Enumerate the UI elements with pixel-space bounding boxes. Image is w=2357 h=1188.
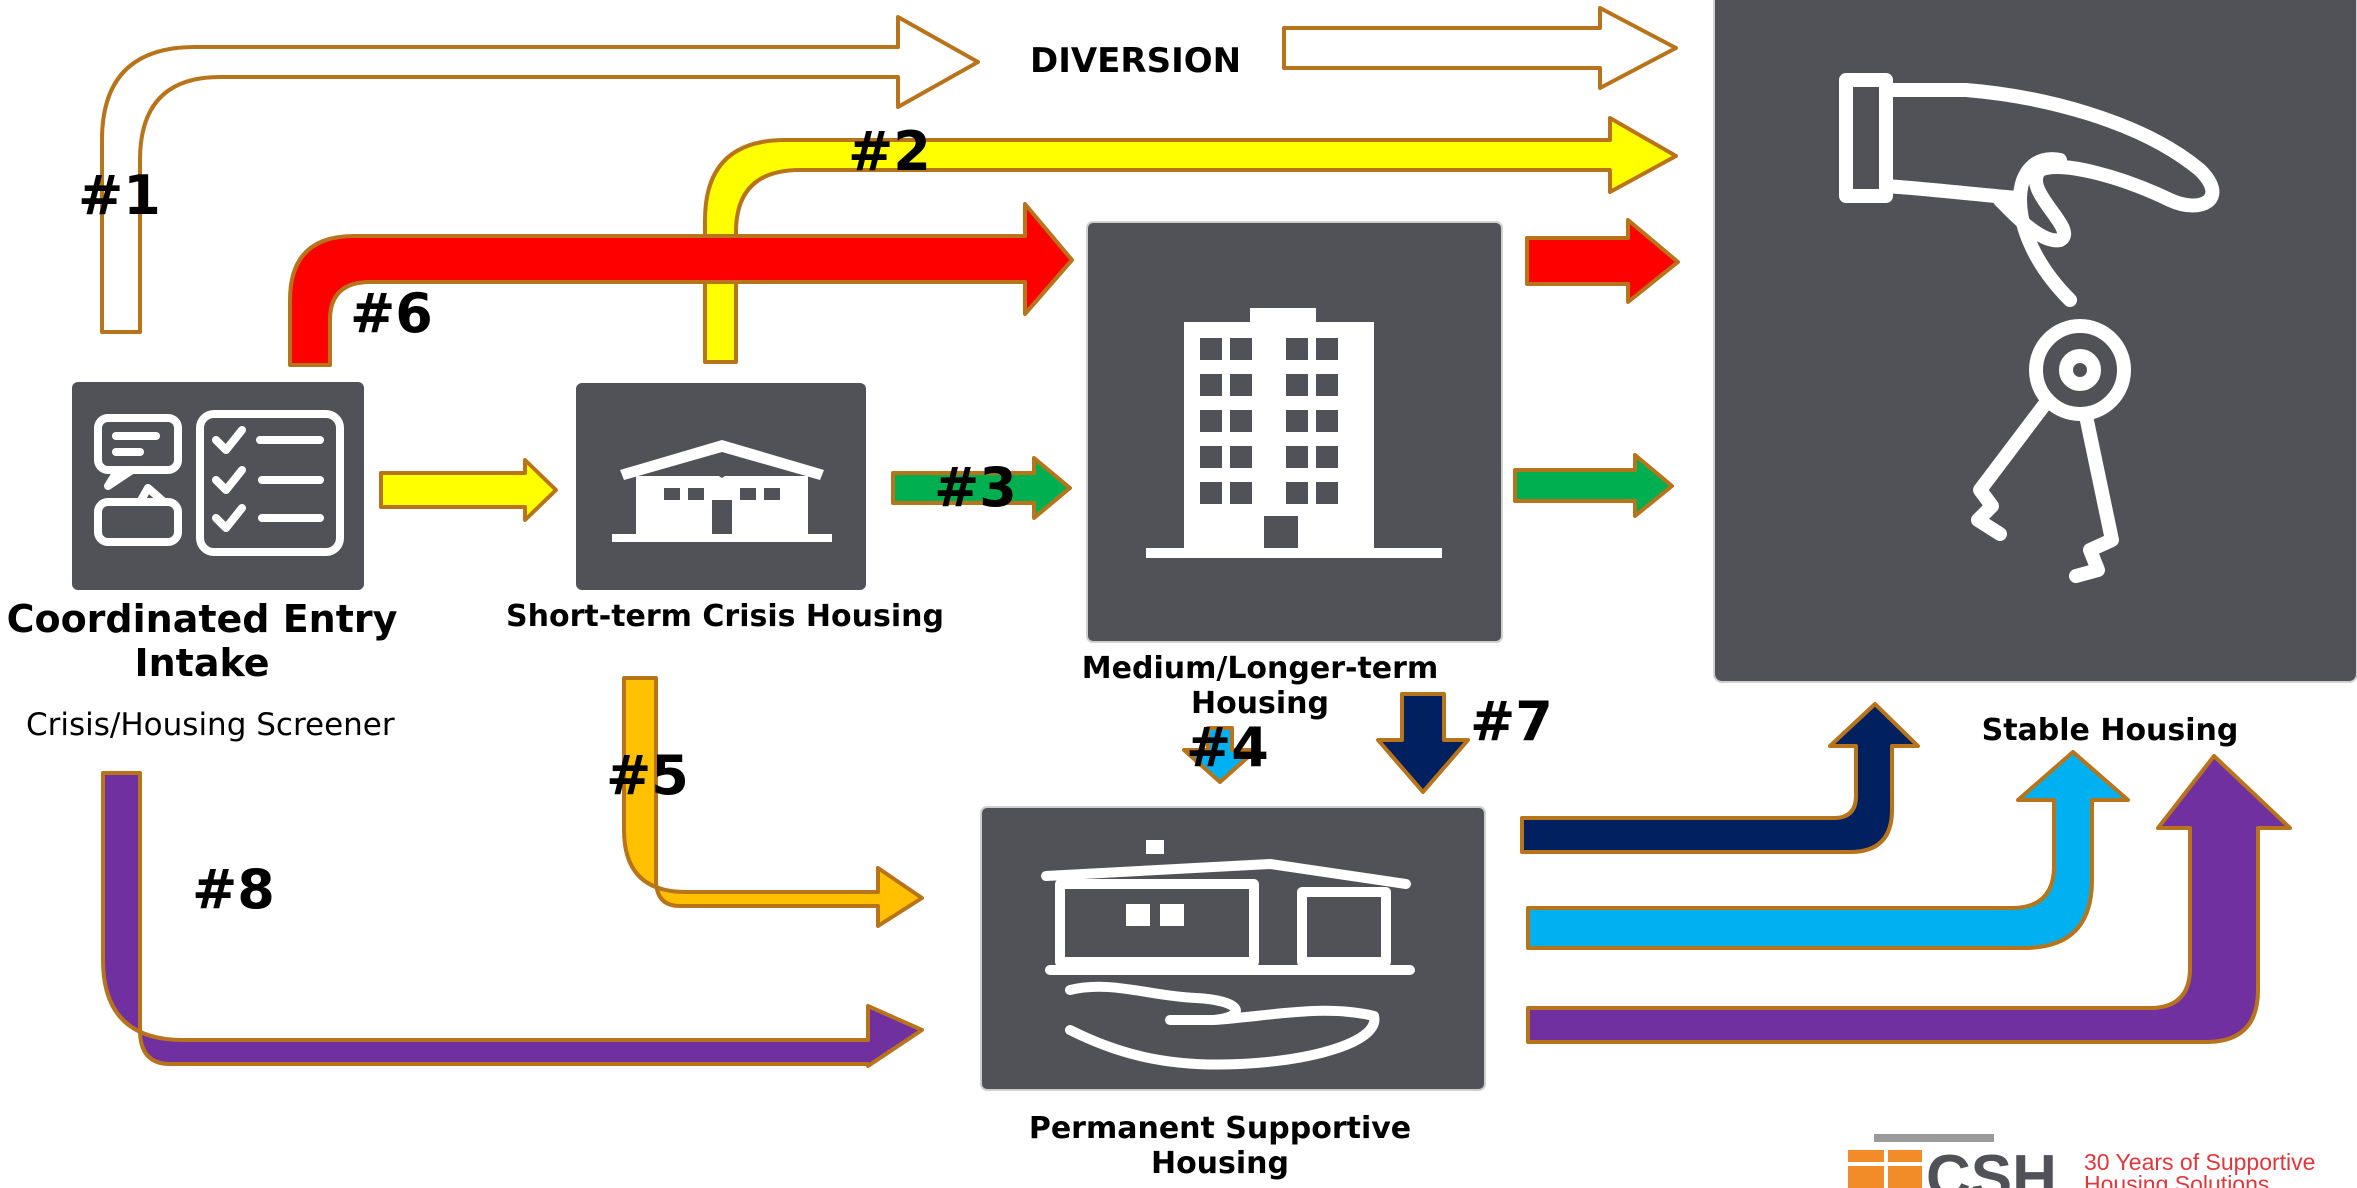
- path-5-label: #5: [606, 744, 689, 807]
- path-2-label: #2: [848, 120, 931, 183]
- svg-text:30 Years of Supportive: 30 Years of Supportive: [2084, 1149, 2315, 1175]
- svg-text:CSH: CSH: [1926, 1143, 2057, 1188]
- shelter-icon: [612, 440, 832, 542]
- path-6-label: #6: [350, 282, 433, 345]
- path-7-label: #7: [1470, 690, 1553, 753]
- hand-with-keys-icon: [1839, 73, 2220, 583]
- diversion-label: DIVERSION: [1030, 41, 1242, 81]
- diversion-to-stable-arrow: [1282, 6, 1678, 90]
- medium-to-stable-red-arrow: [1525, 218, 1680, 304]
- path-3-label: #3: [934, 456, 1017, 519]
- path-6-arrow: [288, 202, 1074, 367]
- path-3-arrow: [891, 456, 1072, 520]
- medium-to-stable-green-arrow: [1513, 453, 1674, 518]
- path-8-arrow: [101, 771, 924, 1068]
- path-2-arrow: [703, 116, 1678, 364]
- coordinated-entry-subtitle: Crisis/Housing Screener: [26, 707, 395, 743]
- stable-housing-title: Stable Housing: [1981, 713, 2239, 748]
- path-4-label: #4: [1186, 716, 1269, 779]
- path-8-label: #8: [192, 858, 275, 921]
- short-term-crisis-title: Short-term Crisis Housing: [506, 599, 944, 634]
- path-4-arrow: [1182, 726, 1258, 784]
- house-in-hand-icon: [1041, 859, 1415, 1070]
- path-5-arrow: [622, 676, 924, 928]
- intake-to-crisis-arrow: [379, 458, 558, 522]
- psh-title: Permanent Supportive Housing: [1028, 1111, 1412, 1181]
- checklist-icon: [94, 410, 344, 556]
- psh-to-stable-purple-arrow: [1526, 754, 2292, 1044]
- csh-logo: CSH 30 Years of Supportive Housing Solut…: [1848, 1130, 2357, 1188]
- psh-to-stable-navy-arrow: [1520, 702, 1920, 854]
- psh-to-stable-blue-arrow: [1526, 750, 2130, 950]
- apartment-building-icon: [1146, 308, 1442, 558]
- path-1-arrow: [100, 15, 980, 334]
- path-7-arrow: [1376, 692, 1470, 794]
- path-1-label: #1: [78, 164, 161, 227]
- house-windows-icon: [1126, 840, 1184, 926]
- coordinated-entry-title: Coordinated Entry Intake: [6, 597, 398, 685]
- medium-term-title: Medium/Longer-term Housing: [1081, 651, 1439, 721]
- svg-text:Housing Solutions: Housing Solutions: [2084, 1171, 2269, 1188]
